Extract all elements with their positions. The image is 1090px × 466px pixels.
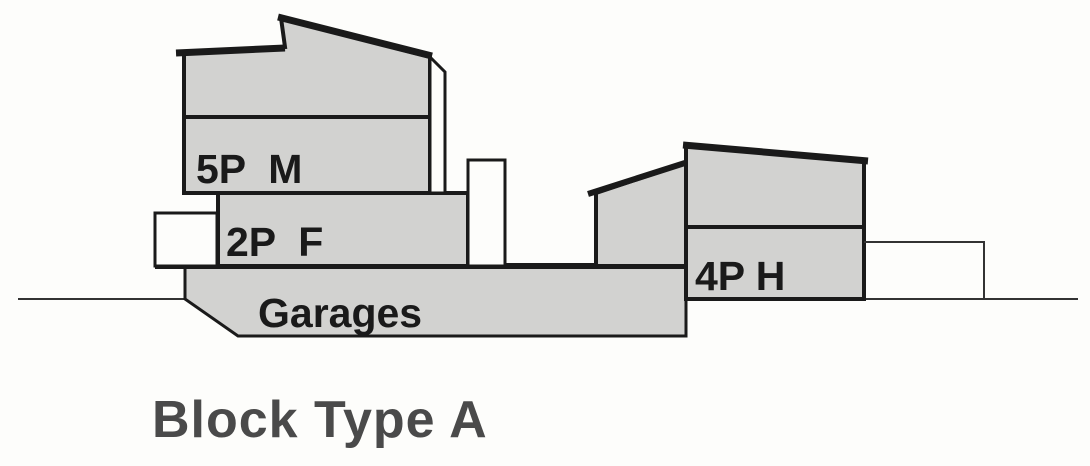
flat-2p-f <box>216 191 470 268</box>
diagram-title: Block Type A <box>152 391 488 449</box>
roof-mid-bungalow <box>587 159 689 197</box>
label-garages: Garages <box>258 290 422 336</box>
garden-wall <box>864 241 985 299</box>
roof-main-5p <box>277 13 433 60</box>
roof-4p-h <box>682 141 869 165</box>
maisonette-5p-m-upper <box>182 15 432 119</box>
roof-eave-5p <box>175 44 286 57</box>
label-5p-m: 5P M <box>196 146 302 192</box>
stair-tower <box>466 158 507 268</box>
house-4p-h-lower <box>684 225 866 301</box>
left-annex <box>153 211 219 268</box>
bay-projection <box>428 53 447 195</box>
label-2p-f: 2P F <box>226 219 323 265</box>
label-4p-h: 4P H <box>695 253 785 299</box>
